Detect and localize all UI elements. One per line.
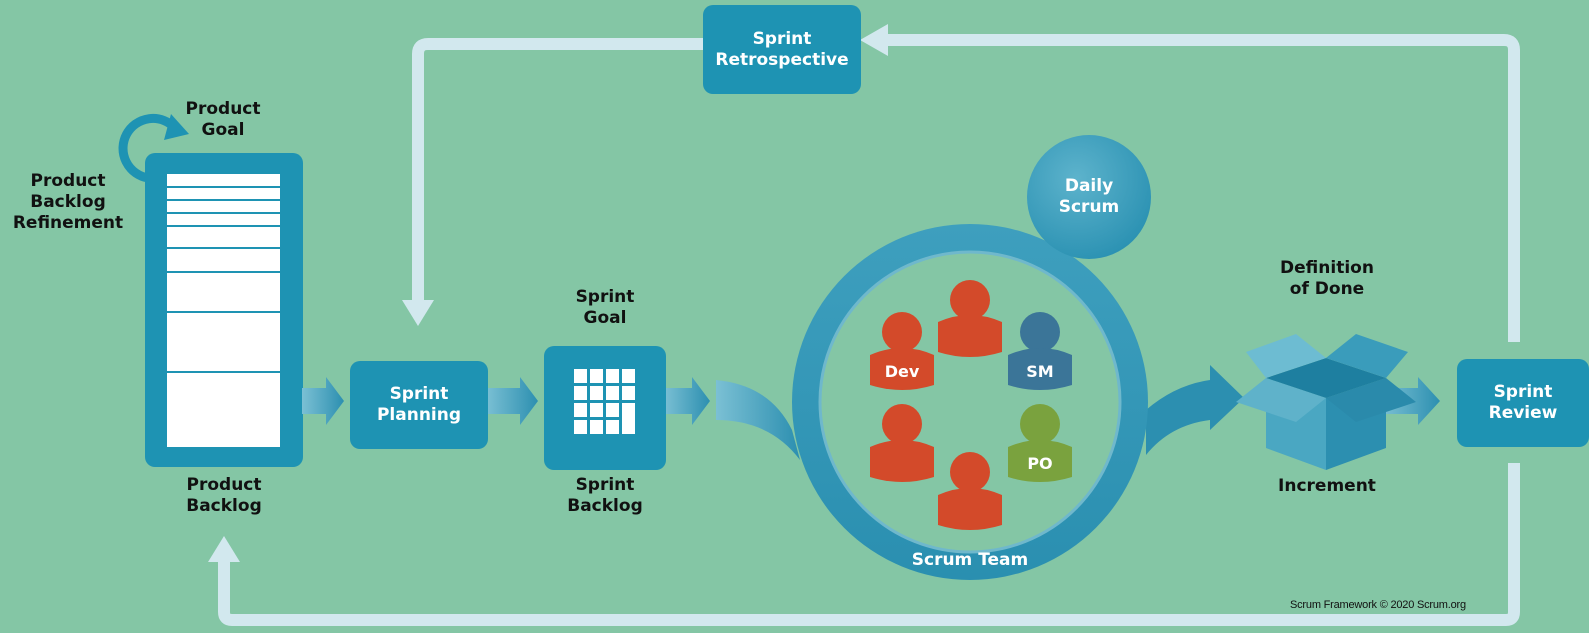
sprint-review-label: Sprint Review [1488,382,1558,423]
team-member-dev-labeled [870,312,934,390]
product-backlog-box [145,153,303,467]
sprint-flow-in [716,380,800,460]
product-goal-label: Product Goal [185,99,261,140]
copyright-notice: Scrum Framework © 2020 Scrum.org [1290,599,1466,611]
po-badge: PO [1027,454,1053,473]
sprint-retrospective-box [703,5,861,94]
increment-box-icon [1236,334,1416,470]
sprint-backlog-box [544,346,666,470]
flow-arrow-planning-to-sprintbacklog [486,377,538,425]
team-member-dev-bottom [938,452,1002,530]
loop-arrow-bottom [208,463,1520,626]
daily-scrum-label: Daily Scrum [1058,176,1120,217]
team-member-dev-left [870,404,934,482]
team-member-po [1008,404,1072,482]
daily-scrum-circle [1027,135,1151,259]
flow-arrow-backlog-to-planning [302,377,344,425]
sprint-flow-out [1146,365,1244,455]
loop-arrow-top [402,24,1520,342]
refinement-cycle-icon [118,113,189,183]
dev-badge: Dev [884,362,920,381]
team-member-sm [1008,312,1072,390]
sprint-backlog-label: Sprint Backlog [567,475,643,516]
sprint-goal-label: Sprint Goal [575,287,635,328]
definition-of-done-label: Definition of Done [1280,258,1374,299]
flow-arrow-sprintbacklog-to-sprint [664,377,710,425]
product-backlog-label: Product Backlog [186,475,262,516]
increment-label: Increment [1278,476,1376,496]
sprint-planning-label: Sprint Planning [376,384,462,425]
team-member-dev-top [938,280,1002,357]
sprint-planning-box [350,361,488,449]
scrum-team-label: Scrum Team [911,550,1029,570]
sm-badge: SM [1026,362,1054,381]
sprint-review-box [1457,359,1589,447]
product-backlog-refinement-label: Product Backlog Refinement [12,171,124,233]
sprint-retrospective-label: Sprint Retrospective [715,28,849,70]
